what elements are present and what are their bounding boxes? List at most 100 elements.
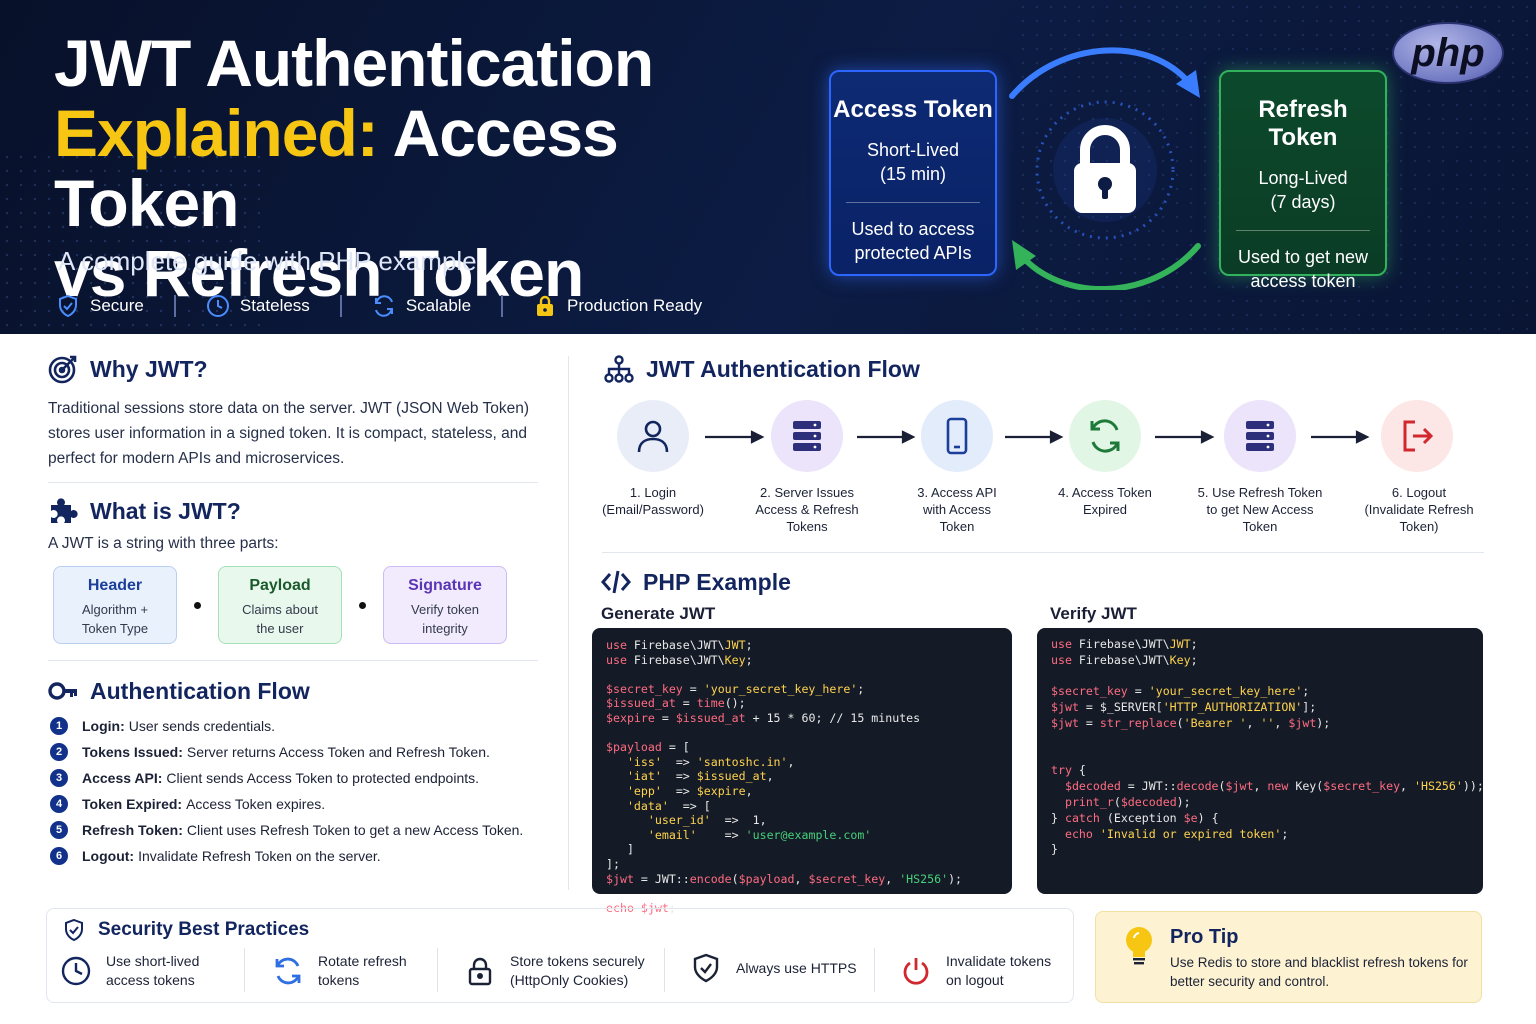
code-token: $jwt [1225,779,1254,794]
code-token: ; [668,900,676,915]
access-token-title: Access Token [833,96,993,123]
flow-step-label: 1. Login (Email/Password) [578,484,728,518]
feature-label: Production Ready [567,296,703,315]
refresh-token-lifetime: Long-Lived(7 days) [1221,166,1385,214]
flow-label-line: 1. Login [629,485,677,500]
card-divider [846,202,980,203]
part-separator-dot [194,601,201,609]
code-line: use Firebase\JWT\Key; [606,653,1012,668]
verify-jwt-code-block[interactable]: use Firebase\JWT\JWT;use Firebase\JWT\Ke… [1037,628,1484,894]
code-token: str_replace [1099,715,1177,730]
code-token: )); [1462,779,1484,794]
code-token: $secret_key [606,681,683,696]
refresh-token-use-line2: access token [1250,271,1356,291]
practice-divider [874,948,875,992]
code-token [606,799,627,813]
part-name: Header [87,577,143,594]
code-line: 'iss' => 'santoshc.in', [606,755,1012,770]
best-practice-item: Store tokens securely(HttpOnly Cookies) [464,952,645,990]
code-line: $issued_at = time(); [606,696,1012,711]
code-token: => [ [668,798,711,813]
practice-divider [244,948,245,992]
refresh-token-title: Refresh Token [1258,96,1348,151]
refresh-token-use-line1: Used to get new [1237,247,1369,267]
lightbulb-icon [1126,927,1152,965]
code-token: , [1274,715,1289,730]
code-token: = [654,710,676,725]
generate-jwt-label: Generate JWT [601,604,716,623]
code-token: Firebase\JWT\ [633,652,725,667]
step-number-badge: 1 [50,717,68,735]
flow-label-line: (Email/Password) [602,502,704,517]
why-jwt-text: Traditional sessions store data on the s… [48,400,529,467]
logout-icon [1403,420,1434,452]
hero-title-line1: JWT Authentication [54,26,654,100]
practice-line1: Rotate refresh [318,953,407,969]
code-token: (Exception [1099,810,1184,825]
code-line: $secret_key = 'your_secret_key_here'; [1051,684,1483,700]
code-token: => [661,783,697,798]
code-token: $issued_at [675,710,746,725]
step-title: Login: [82,718,125,734]
code-token [1051,827,1065,841]
code-line [1051,748,1483,764]
flow-label-line: with Access [923,502,991,517]
code-icon [601,570,631,594]
code-token: } [1051,810,1065,825]
hero-dot-pattern-left [0,150,260,334]
generate-jwt-code-block[interactable]: use Firebase\JWT\JWT;use Firebase\JWT\Ke… [592,628,1012,915]
step-number-badge: 6 [50,847,68,865]
jwt-flow-header: JWT Authentication Flow [604,354,920,384]
code-token: use [606,638,634,652]
lock-icon [537,295,554,316]
code-token [606,769,627,783]
code-token [606,813,648,827]
section-divider [48,482,538,483]
code-line: 'user_id' => 1, [606,813,1012,828]
network-icon [604,355,634,383]
flow-label-line: Access & Refresh [755,502,859,517]
flow-label-line: 6. Logout [1391,485,1447,500]
feature-divider [339,295,342,317]
code-token: 'Bearer ' [1183,715,1247,730]
code-token: 'data' [626,798,669,813]
php-example-header: PHP Example [601,567,791,597]
refresh-token-card: Refresh Token Long-Lived(7 days) Used to… [1219,70,1387,291]
code-token: use [606,652,634,667]
practice-line1: Invalidate tokens [946,953,1052,969]
flow-step-token-expired [1069,400,1141,472]
security-best-practices-panel [46,908,1074,1003]
central-lock [1030,95,1180,245]
code-line: 'iat' => $issued_at, [606,769,1012,784]
access-token-life-line1: Short-Lived [866,140,960,160]
step-text: User sends credentials. [128,718,276,734]
practice-line2: on logout [946,972,1004,988]
code-token: $jwt [1051,700,1079,715]
code-line: use Firebase\JWT\JWT; [1051,637,1483,653]
what-is-jwt-title: What is JWT? [90,497,241,524]
refresh-icon [374,295,393,317]
shield-check-icon [65,918,83,942]
code-token: = JWT:: [1120,779,1177,794]
padlock-icon [1035,100,1175,240]
code-token: 'your_secret_key_here' [1148,684,1303,699]
feature-production-ready: Production Ready [533,294,732,318]
clock-icon [206,295,229,317]
code-token: print_r [1064,794,1114,809]
refresh-token-usage: Used to get new access token [1221,245,1385,293]
code-token: => 1, [710,813,767,828]
code-line [606,667,1012,682]
code-token: => [696,827,746,842]
code-token: => [661,754,697,769]
step-number-badge: 3 [50,769,68,787]
code-token: ); [1316,715,1331,730]
code-token: 'santoshc.in' [696,754,788,769]
code-line: $expire = $issued_at + 15 * 60; // 15 mi… [606,711,1012,726]
why-jwt-header: Why JWT? [48,354,208,384]
refresh-token-life-line2: (7 days) [1270,192,1336,212]
code-token: $e [1183,810,1198,825]
code-token: time [696,696,725,711]
